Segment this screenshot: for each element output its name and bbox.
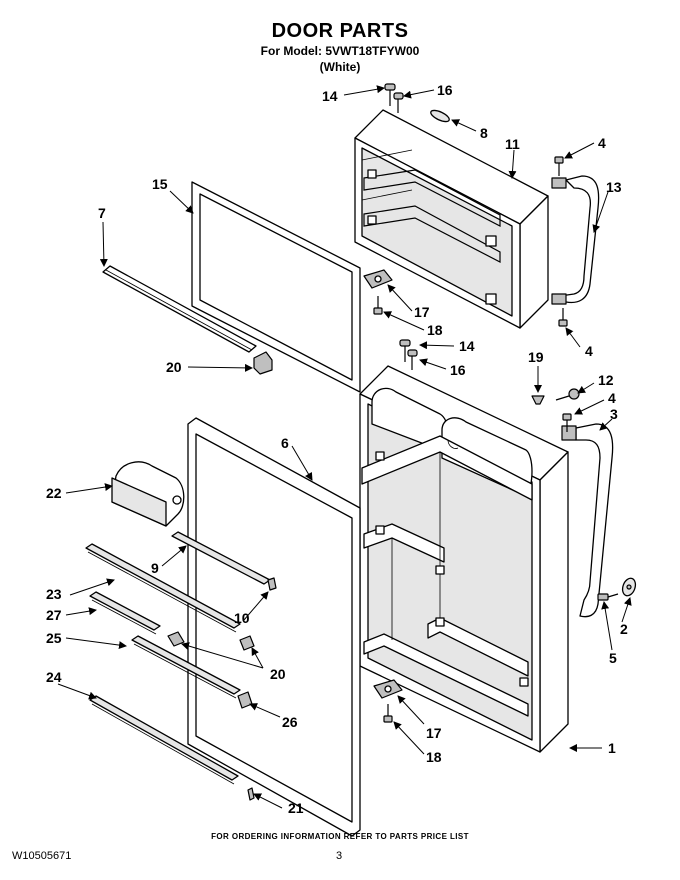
ordering-note: FOR ORDERING INFORMATION REFER TO PARTS …: [211, 832, 469, 841]
freezer-handle-screw-bottom: [558, 308, 568, 327]
callout-6: 6: [281, 435, 289, 451]
fresh-food-plug: [531, 395, 545, 405]
callout-13: 13: [606, 179, 622, 195]
callout-14: 14: [322, 88, 338, 104]
freezer-handle-screw-top: [554, 156, 564, 176]
freezer-plug: [430, 109, 450, 123]
freezer-door-stop: [363, 269, 393, 289]
callout-10: 10: [234, 610, 250, 626]
callout-14: 14: [459, 338, 475, 354]
fresh-food-door-stop: [373, 679, 403, 699]
color-line: (White): [319, 60, 361, 74]
callout-11: 11: [505, 136, 520, 152]
fresh-food-door: [359, 365, 569, 753]
freezer-top-screw: [384, 83, 396, 106]
callout-12: 12: [598, 372, 614, 388]
callout-18: 18: [426, 749, 442, 765]
freezer-door: [354, 109, 549, 329]
shelf-strip-clip-left: [167, 631, 185, 647]
callout-17: 17: [426, 725, 442, 741]
callout-23: 23: [46, 586, 62, 602]
callout-19: 19: [528, 349, 544, 365]
callout-22: 22: [46, 485, 62, 501]
freezer-strip-clip: [253, 351, 273, 375]
lower-strip-clip: [247, 787, 255, 801]
callout-3: 3: [610, 406, 618, 422]
fresh-food-top-screw: [399, 339, 411, 362]
shelf-strip-clip-right: [239, 635, 255, 651]
callout-24: 24: [46, 669, 62, 685]
dairy-door: [111, 461, 185, 527]
freezer-handle: [551, 175, 600, 305]
model-line: For Model: 5VWT18TFYW00: [260, 44, 420, 58]
callout-21: 21: [288, 800, 304, 816]
fresh-food-top-hinge-pin: [407, 349, 418, 370]
callout-25: 25: [46, 630, 62, 646]
document-number: W10505671: [12, 850, 72, 862]
callout-16: 16: [437, 82, 453, 98]
callout-4: 4: [598, 135, 606, 151]
callout-27: 27: [46, 607, 62, 623]
callout-labels: 14 16 8 11 4 13 15 7 17 18 4 14 16 19 12…: [46, 82, 628, 816]
callout-5: 5: [609, 650, 617, 666]
callout-4: 4: [608, 390, 616, 406]
callout-4: 4: [585, 343, 593, 359]
shelf-strip: [85, 543, 241, 633]
callout-20: 20: [270, 666, 286, 682]
leader-lines: [57, 85, 632, 809]
bottom-shelf-strip: [131, 635, 241, 699]
callout-7: 7: [98, 205, 106, 221]
freezer-top-hinge-pin: [393, 92, 404, 113]
callout-17: 17: [414, 304, 430, 320]
callout-26: 26: [282, 714, 298, 730]
freezer-door-gasket: [191, 181, 361, 393]
fresh-food-door-gasket: [187, 417, 361, 837]
fresh-food-handle-screw-top: [562, 413, 572, 432]
callout-18: 18: [427, 322, 443, 338]
page-title: DOOR PARTS: [271, 20, 409, 42]
callout-2: 2: [620, 621, 628, 637]
handle-end-cap: [621, 577, 637, 597]
shelf-strip-short: [89, 591, 161, 635]
dairy-strip-clip: [267, 577, 277, 591]
callout-16: 16: [450, 362, 466, 378]
door-stop: [555, 388, 580, 401]
fresh-food-bottom-screw: [383, 704, 393, 723]
callout-15: 15: [152, 176, 168, 192]
callout-1: 1: [608, 740, 616, 756]
handle-screw: [597, 593, 619, 601]
freezer-door-strip: [102, 265, 257, 353]
page-number: 3: [336, 850, 343, 862]
callout-9: 9: [151, 560, 159, 576]
callout-20: 20: [166, 359, 182, 375]
callout-8: 8: [480, 125, 488, 141]
freezer-bottom-screw: [373, 296, 383, 315]
fresh-food-handle: [561, 423, 614, 618]
